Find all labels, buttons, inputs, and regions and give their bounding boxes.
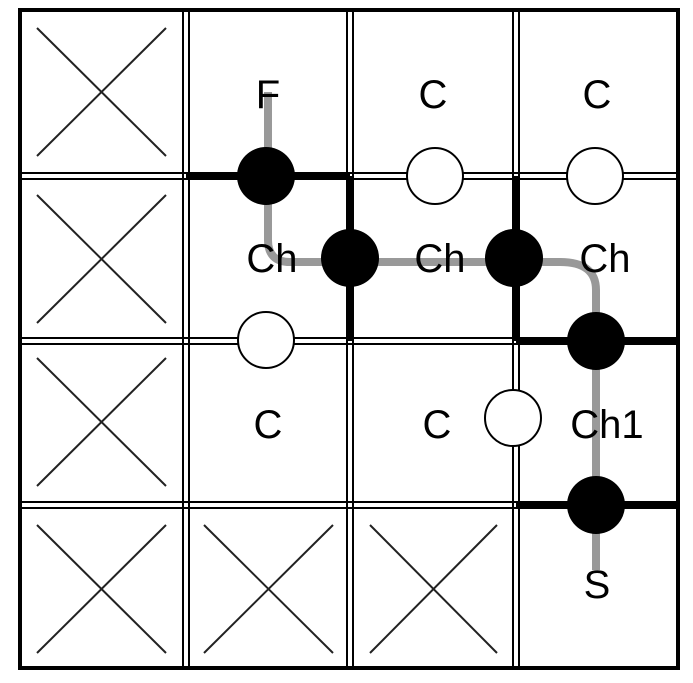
cell-label: Ch: [414, 237, 465, 281]
empty-node: [566, 147, 624, 205]
blocked-cells: [36, 27, 498, 654]
cell-label: Ch: [246, 237, 297, 281]
cross-icon: [36, 27, 167, 157]
cell-label: C: [254, 403, 283, 447]
filled-node: [321, 229, 379, 287]
filled-nodes: [237, 147, 625, 534]
empty-node: [406, 147, 464, 205]
cell-label: Ch1: [570, 403, 643, 447]
empty-node: [237, 311, 295, 369]
cross-icon: [36, 357, 167, 487]
cross-icon: [369, 524, 498, 654]
cell-label-finish: F: [256, 73, 280, 117]
cross-icon: [36, 194, 167, 324]
cell-label: Ch: [579, 237, 630, 281]
cell-label: C: [419, 73, 448, 117]
filled-node: [237, 147, 295, 205]
cross-icon: [203, 524, 334, 654]
cell-label-start: S: [584, 563, 611, 607]
cross-icon: [36, 524, 167, 654]
empty-node: [484, 389, 542, 447]
filled-node: [485, 229, 543, 287]
filled-node: [567, 476, 625, 534]
filled-node: [567, 312, 625, 370]
cell-label: C: [423, 403, 452, 447]
empty-nodes: [237, 147, 624, 447]
cell-label: C: [583, 73, 612, 117]
route-path: [264, 92, 600, 570]
